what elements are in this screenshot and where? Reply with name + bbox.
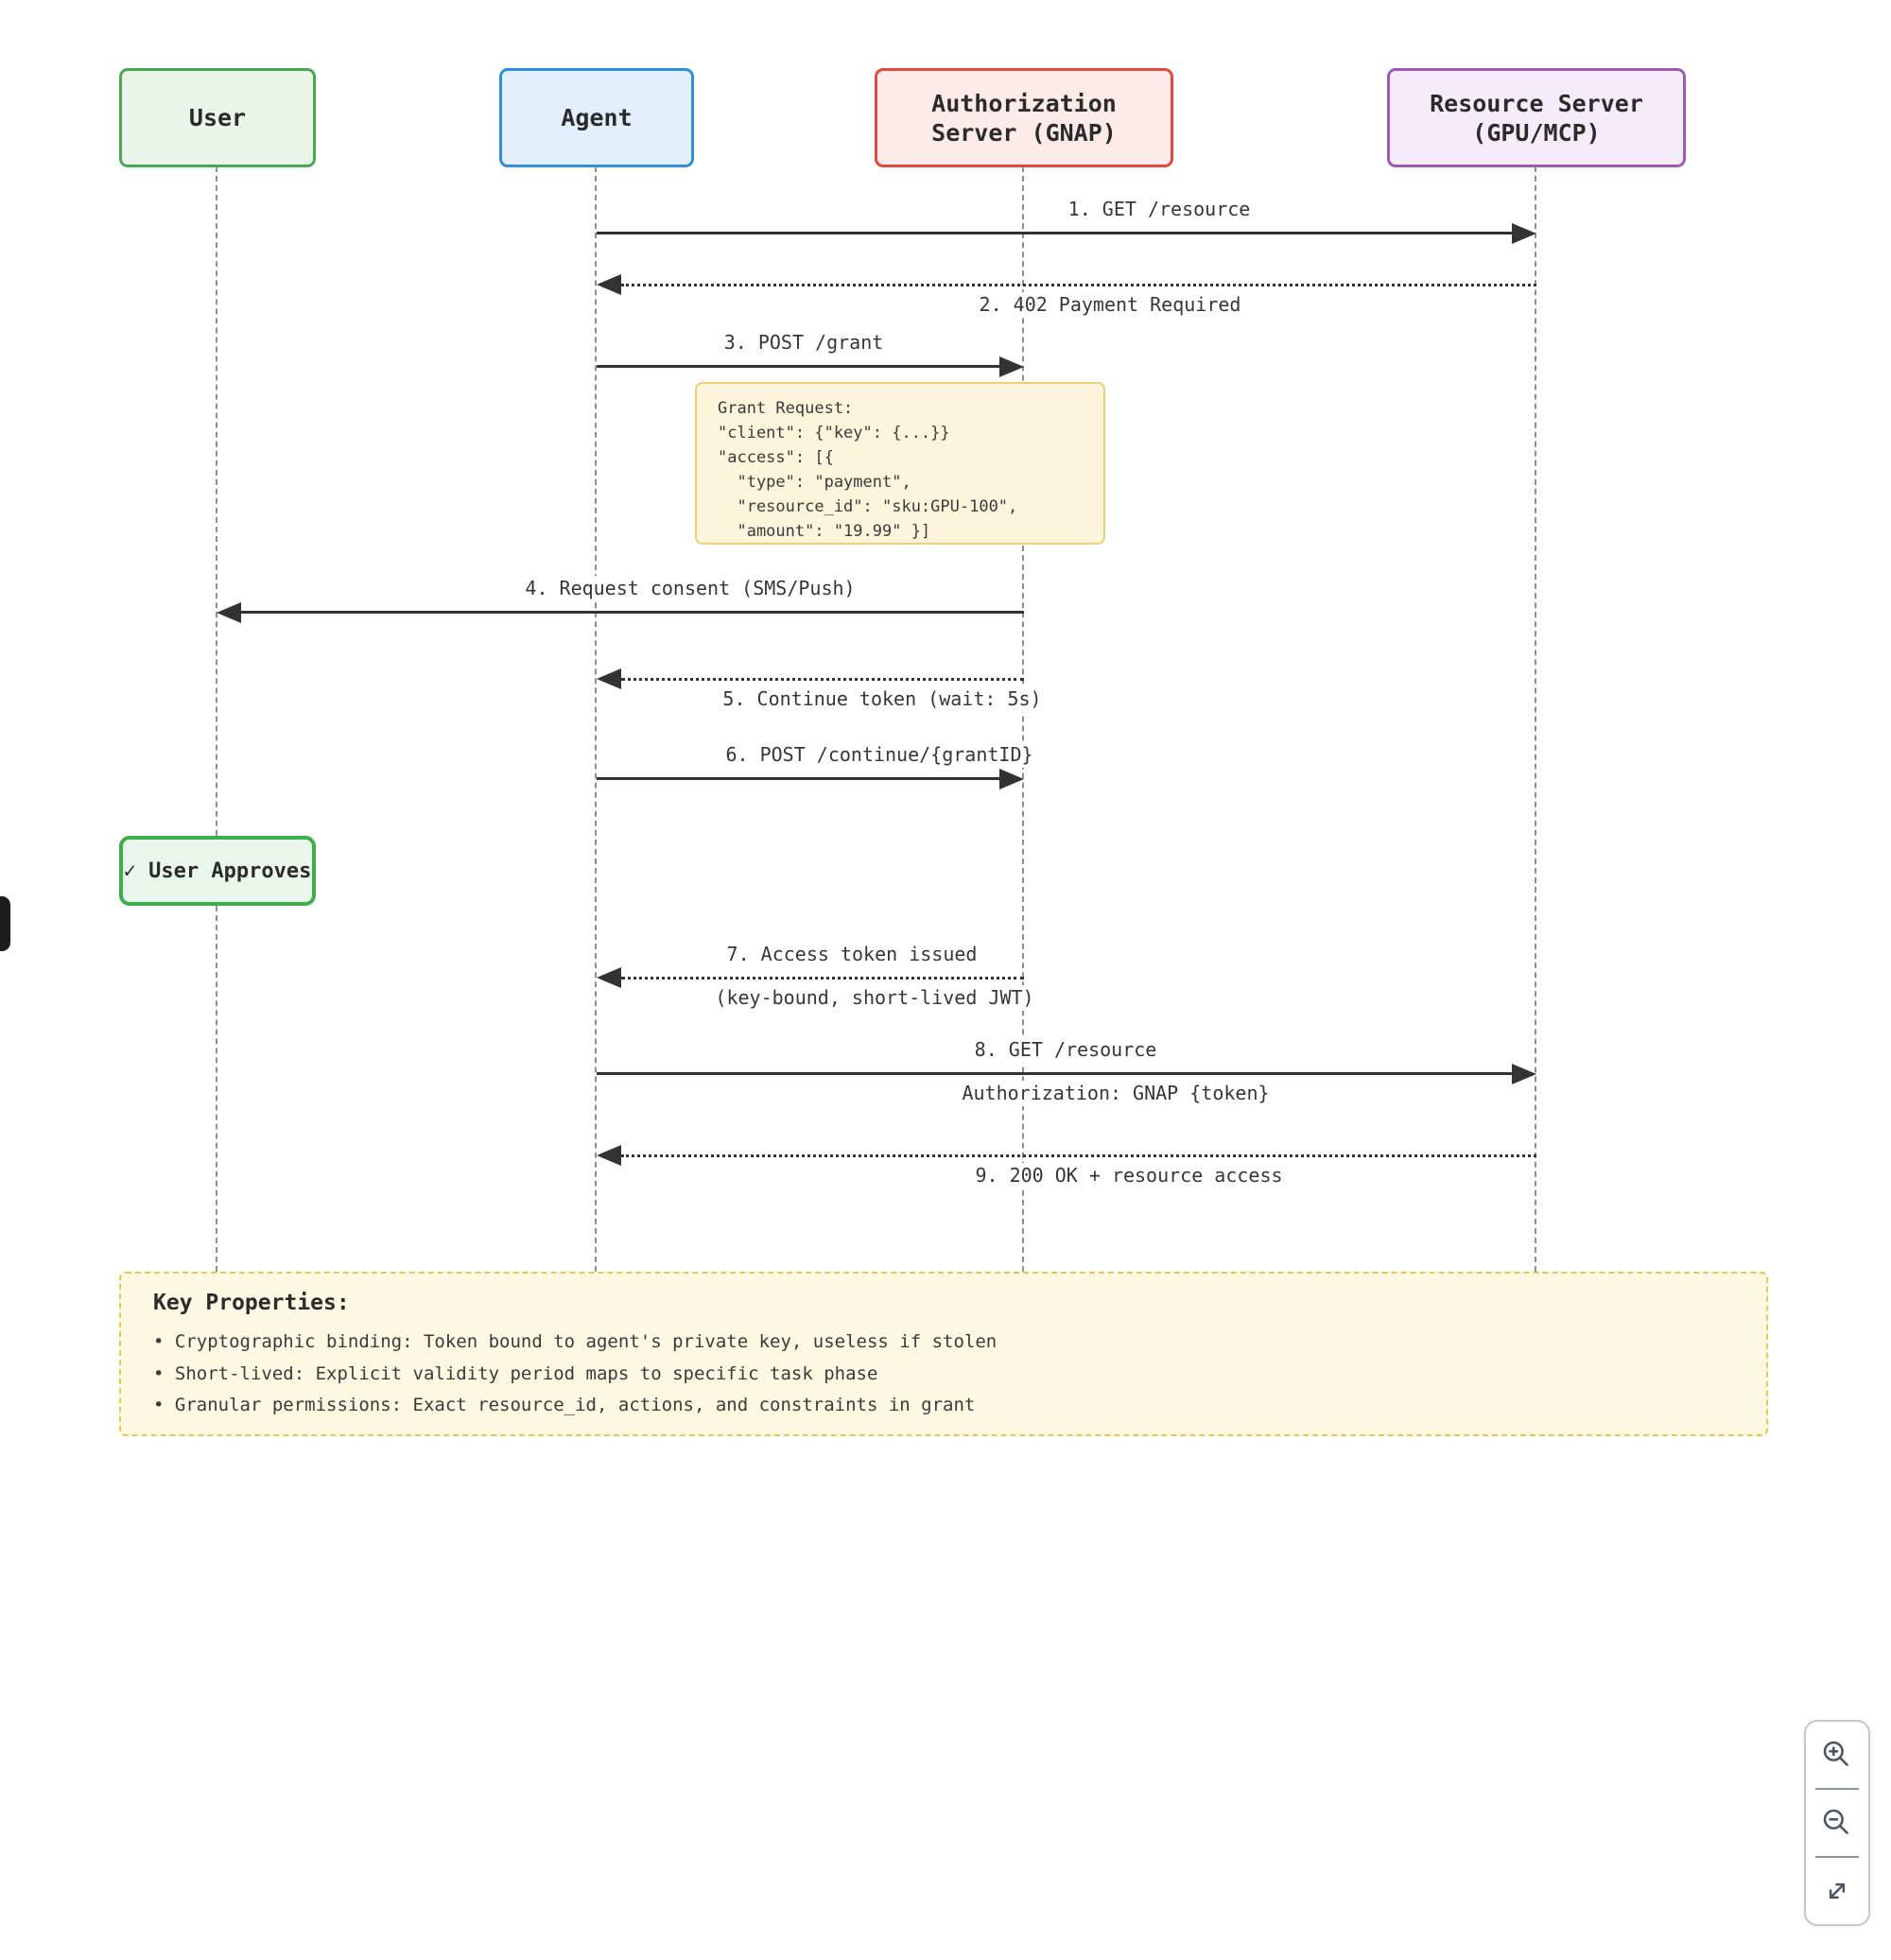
message-9-label: 9. 200 OK + resource access [970, 1163, 1288, 1188]
message-6-arrowhead [999, 769, 1024, 789]
key-properties-bullet: • Cryptographic binding: Token bound to … [153, 1331, 998, 1352]
message-5-arrowhead [597, 668, 621, 689]
message-1-arrowhead [1512, 223, 1536, 244]
lifeline-resource-server [1535, 166, 1536, 1272]
actor-agent-label: Agent [561, 104, 633, 131]
message-4-label: 4. Request consent (SMS/Push) [520, 576, 860, 601]
message-6-line [597, 777, 999, 780]
actor-resource-server-label: Resource Server (GPU/MCP) [1430, 89, 1643, 147]
message-8-sublabel: Authorization: GNAP {token} [957, 1081, 1275, 1106]
lifeline-auth-server [1022, 166, 1024, 1272]
message-7-sublabel: (key-bound, short-lived JWT) [710, 985, 1039, 1011]
message-8-arrowhead [1512, 1064, 1536, 1084]
magnifier-plus-icon [1823, 1741, 1848, 1766]
actor-auth-server-label: Authorization Server (GNAP) [931, 89, 1117, 147]
message-5-line [621, 678, 1024, 681]
message-7-arrowhead [597, 967, 621, 988]
message-5-label: 5. Continue token (wait: 5s) [718, 686, 1047, 712]
message-3-line [597, 365, 999, 368]
key-properties-note: Key Properties: • Cryptographic binding:… [119, 1272, 1768, 1436]
message-2-label: 2. 402 Payment Required [974, 292, 1246, 318]
message-3-arrowhead [999, 356, 1024, 377]
divider [1815, 1788, 1859, 1790]
expand-diagonal-arrows-icon [1829, 1882, 1846, 1899]
actor-agent: Agent [499, 68, 694, 167]
grant-note-line: Grant Request: [718, 399, 854, 418]
actor-auth-server: Authorization Server (GNAP) [875, 68, 1173, 167]
grant-request-note: Grant Request: "client": {"key": {...}} … [695, 382, 1105, 545]
zoom-control-panel [1804, 1720, 1870, 1926]
grant-note-line: "access": [{ [718, 448, 834, 467]
divider [1815, 1856, 1859, 1858]
lifeline-agent [595, 166, 597, 1272]
message-4-arrowhead [217, 602, 241, 623]
grant-note-line: "type": "payment", [718, 473, 911, 492]
message-8-label: 8. GET /resource [969, 1037, 1162, 1063]
message-8-line [597, 1072, 1512, 1075]
message-4-line [241, 611, 1024, 614]
key-properties-title: Key Properties: [153, 1291, 350, 1315]
key-properties-bullet: • Granular permissions: Exact resource_i… [153, 1395, 976, 1415]
message-3-label: 3. POST /grant [719, 330, 889, 356]
actor-user-label: User [188, 104, 247, 131]
message-1-line [597, 232, 1512, 234]
key-properties-bullet: • Short-lived: Explicit validity period … [153, 1363, 878, 1384]
magnifier-minus-icon [1823, 1809, 1848, 1834]
actor-user: User [119, 68, 316, 167]
fullscreen-button[interactable] [1806, 1858, 1868, 1924]
message-7-line [621, 977, 1024, 980]
zoom-out-button[interactable] [1806, 1790, 1868, 1856]
zoom-in-button[interactable] [1806, 1722, 1868, 1788]
grant-note-line: "client": {"key": {...}} [718, 424, 950, 442]
left-edge-clipped-element [0, 896, 10, 951]
grant-note-line: "amount": "19.99" }] [718, 522, 931, 541]
message-2-line [621, 284, 1536, 286]
message-2-arrowhead [597, 274, 621, 295]
actor-resource-server: Resource Server (GPU/MCP) [1387, 68, 1686, 167]
message-1-label: 1. GET /resource [1063, 197, 1256, 222]
user-approves-note: ✓ User Approves [119, 836, 316, 906]
message-9-arrowhead [597, 1145, 621, 1166]
message-7-label: 7. Access token issued [721, 942, 982, 967]
message-6-label: 6. POST /continue/{grantID} [720, 742, 1038, 768]
lifeline-user [216, 166, 217, 1272]
user-approves-label: ✓ User Approves [123, 859, 312, 883]
message-9-line [621, 1154, 1536, 1157]
grant-note-line: "resource_id": "sku:GPU-100", [718, 497, 1018, 516]
